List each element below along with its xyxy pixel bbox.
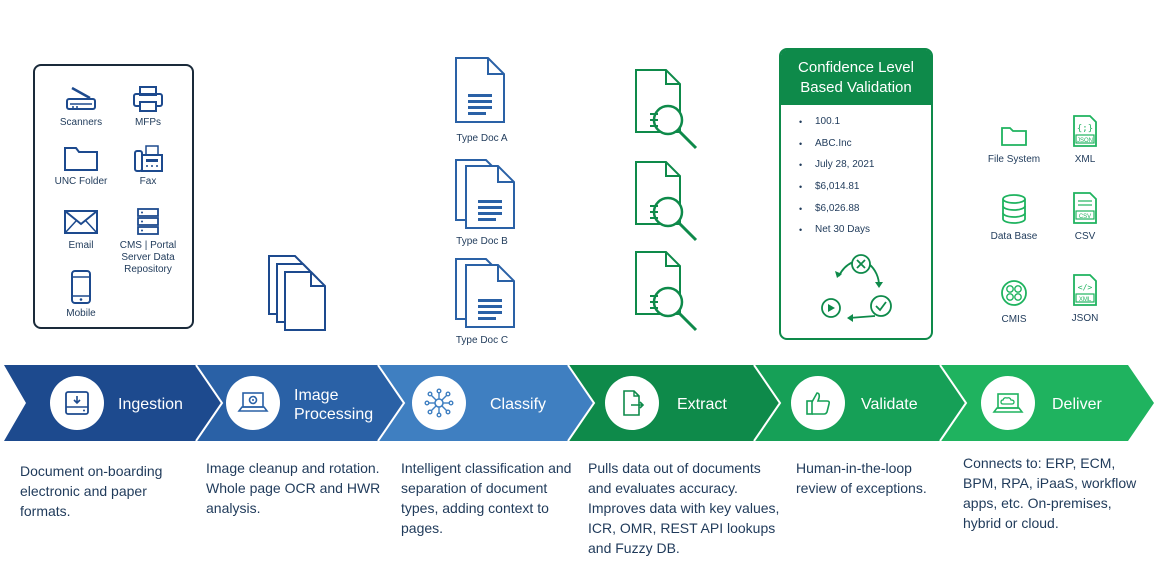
stage-classify-chevron — [378, 365, 594, 441]
output-json: </> XML JSON — [1050, 273, 1120, 324]
output-file-system: File System — [979, 124, 1049, 165]
doc-type-c-label: Type Doc C — [455, 335, 509, 346]
document-type-c-icon — [455, 258, 515, 328]
source-label: UNC Folder — [54, 176, 108, 187]
scanner-icon — [66, 86, 96, 110]
database-icon — [1002, 194, 1026, 224]
document-export-icon — [623, 390, 645, 416]
document-search-icon — [635, 161, 698, 242]
output-xml: {;} JSON XML — [1050, 114, 1120, 165]
stage-validate-icon-circle — [791, 376, 845, 430]
svg-text:XML: XML — [1079, 297, 1092, 303]
source-email: Email — [41, 207, 121, 252]
network-nodes-icon — [424, 388, 454, 418]
stage-classify-label: Classify — [490, 396, 547, 413]
svg-text:</>: </> — [1078, 283, 1093, 292]
source-scanners: Scanners — [41, 84, 121, 129]
doc-type-b-label: Type Doc B — [456, 236, 508, 247]
validation-value: $6,026.88 — [799, 202, 931, 224]
stage-classify-description: Intelligent classification and separatio… — [401, 460, 572, 536]
stage-image-processing-icon-circle — [226, 376, 280, 430]
json-file-icon: </> XML — [1073, 274, 1097, 306]
output-label: XML — [1074, 154, 1096, 165]
source-unc-folder: UNC Folder — [41, 143, 121, 188]
output-label: JSON — [1071, 313, 1099, 324]
thumbs-up-icon — [806, 392, 831, 415]
source-label: Scanners — [59, 117, 103, 128]
stage-classify-icon-circle — [412, 376, 466, 430]
stage-ingestion-chevron — [4, 365, 222, 441]
inbox-tray-icon — [65, 391, 89, 415]
stage-extract-description: Pulls data out of documents and evaluate… — [588, 460, 780, 556]
output-database: Data Base — [979, 193, 1049, 242]
source-cms-portal: CMS | Portal Server Data Repository — [108, 207, 188, 276]
output-label: CSV — [1074, 231, 1096, 242]
svg-text:JSON: JSON — [1077, 138, 1093, 144]
doc-type-a-label: Type Doc A — [456, 133, 508, 144]
stage-validate-label: Validate — [861, 396, 918, 413]
source-label: Fax — [139, 176, 157, 187]
stage-ingestion-icon-circle — [50, 376, 104, 430]
folder-icon — [64, 147, 98, 171]
cmis-icon — [1001, 280, 1027, 306]
stage-image-processing-description: Image cleanup and rotation. Whole page O… — [206, 460, 381, 516]
output-label: CMIS — [1001, 314, 1027, 325]
mobile-phone-icon — [71, 270, 91, 304]
source-label: Email — [68, 240, 94, 251]
svg-text:CSV: CSV — [1079, 214, 1091, 220]
stage-extract-icon-circle — [605, 376, 659, 430]
output-label: File System — [987, 154, 1041, 165]
csv-file-icon: CSV — [1073, 192, 1097, 224]
document-type-a-icon — [455, 57, 505, 123]
fax-icon — [134, 145, 163, 172]
input-sources-panel: Scanners MFPs UNC Folder Fax Email — [33, 64, 194, 329]
validation-value-list: 100.1 ABC.Inc July 28, 2021 $6,014.81 $6… — [781, 115, 931, 245]
source-mfps: MFPs — [108, 84, 188, 129]
validation-value: Net 30 Days — [799, 223, 931, 245]
source-label: Mobile — [66, 308, 96, 319]
validation-value: 100.1 — [799, 115, 931, 137]
document-search-icon — [635, 251, 698, 332]
document-search-icon — [635, 69, 698, 150]
stage-extract-chevron — [568, 365, 780, 441]
validation-cycle-icon — [821, 254, 892, 322]
stage-deliver-icon-circle — [981, 376, 1035, 430]
source-mobile: Mobile — [41, 269, 121, 320]
validation-title: Confidence Level Based Validation — [781, 50, 931, 105]
validation-panel: Confidence Level Based Validation 100.1 … — [779, 48, 933, 340]
source-label: CMS | Portal Server Data Repository — [119, 240, 177, 275]
stage-extract-label: Extract — [677, 396, 727, 413]
laptop-gear-icon — [237, 392, 269, 412]
output-csv: CSV CSV — [1050, 191, 1120, 242]
xml-file-icon: {;} JSON — [1073, 115, 1097, 147]
validation-value: $6,014.81 — [799, 180, 931, 202]
stage-validate-description: Human-in-the-loop review of exceptions. — [796, 460, 927, 496]
validation-value: ABC.Inc — [799, 137, 931, 159]
stage-validate-chevron — [754, 365, 966, 441]
stage-ingestion-label: Ingestion — [118, 396, 183, 413]
source-label: MFPs — [134, 117, 162, 128]
folder-icon — [1001, 127, 1027, 146]
envelope-icon — [64, 210, 98, 234]
validation-value: July 28, 2021 — [799, 158, 931, 180]
laptop-cloud-icon — [992, 393, 1024, 413]
stage-deliver-description: Connects to: ERP, ECM, BPM, RPA, iPaaS, … — [963, 455, 1137, 531]
source-fax: Fax — [108, 143, 188, 188]
document-type-b-icon — [455, 159, 515, 229]
stage-image-processing-label: Image Processing — [294, 387, 374, 423]
output-label: Data Base — [990, 231, 1038, 242]
output-cmis: CMIS — [979, 278, 1049, 325]
svg-text:{;}: {;} — [1077, 124, 1093, 134]
printer-icon — [133, 86, 163, 112]
stage-deliver-chevron — [940, 365, 1154, 441]
stage-deliver-label: Deliver — [1052, 396, 1102, 413]
stacked-pages-icon — [268, 255, 326, 331]
stage-ingestion-description: Document on-boarding electronic and pape… — [20, 463, 163, 519]
server-icon — [137, 208, 159, 235]
